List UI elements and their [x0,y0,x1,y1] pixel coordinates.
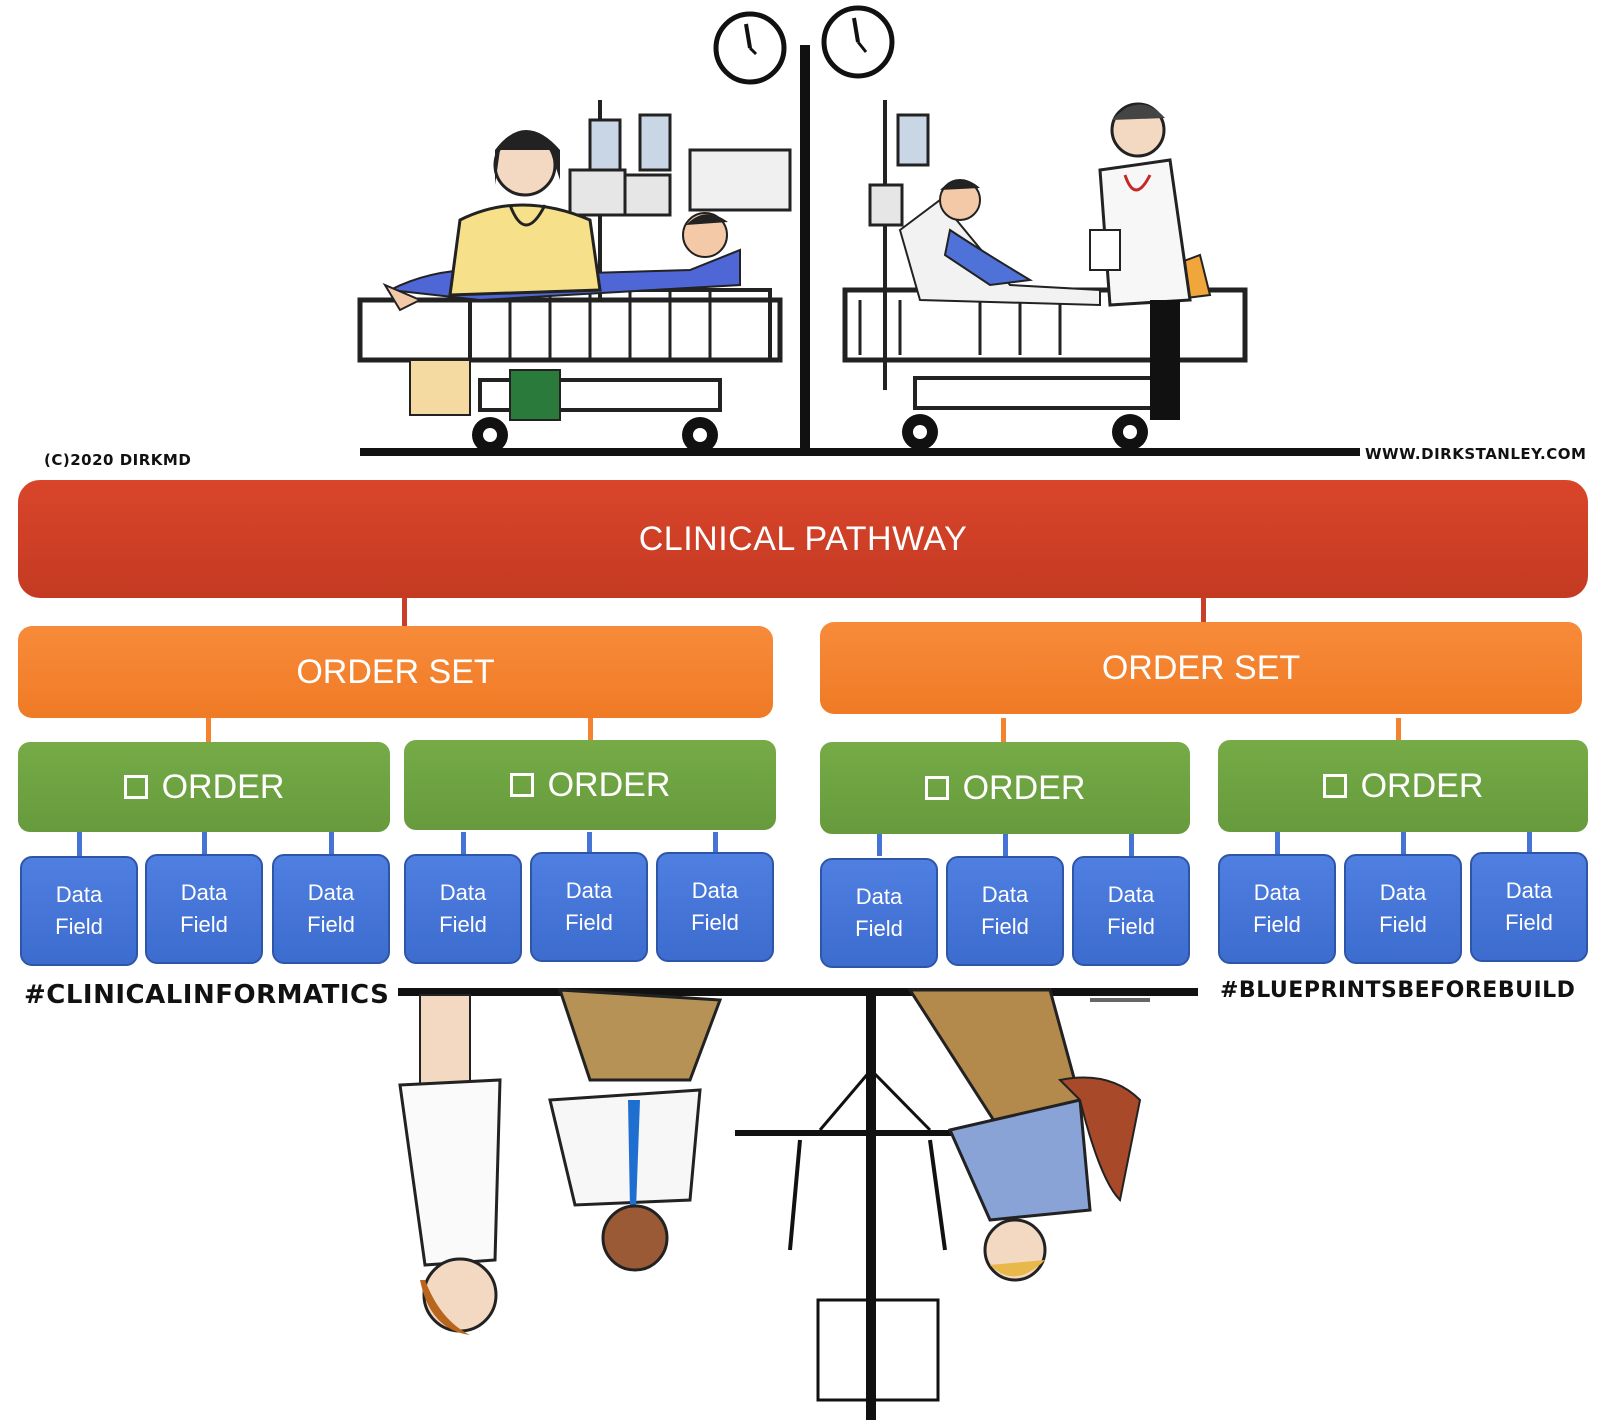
order-set-box: ORDER SET [18,626,773,718]
iv-pole-icon [568,100,792,300]
data-field-line2: Field [439,912,487,937]
data-field-box: Data Field [272,854,390,964]
data-field-box: Data Field [404,854,522,964]
data-field-line1: Data [1107,882,1155,907]
order-box: ORDER [404,740,776,830]
data-field-box: Data Field [20,856,138,966]
data-field-line1: Data [981,882,1029,907]
iv-pole-icon [868,100,930,390]
data-field-line1: Data [1253,880,1301,905]
data-field-line1: Data [55,882,103,907]
hashtag-right: #BLUEPRINTSBEFOREBUILD [1220,978,1576,1003]
data-field-line2: Field [981,914,1029,939]
data-field-line1: Data [1505,878,1553,903]
order-set-box: ORDER SET [820,622,1582,714]
data-field-line2: Field [1253,912,1301,937]
connector-pathway-orderset-1 [402,598,407,626]
floor-line [360,448,1360,456]
icu-scene [357,100,792,453]
data-field-line1: Data [565,878,613,903]
data-field-line1: Data [855,884,903,909]
order-label: ORDER [547,765,671,804]
data-field-line1: Data [307,880,355,905]
data-field-box: Data Field [656,852,774,962]
nurse-icon [448,130,602,421]
data-field-line2: Field [1379,912,1427,937]
connector-order-field [329,832,334,856]
bottom-build-illustration [398,988,1198,1420]
hashtag-left: #CLINICALINFORMATICS [24,980,390,1010]
website-credit: WWW.DIRKSTANLEY.COM [1365,445,1587,463]
data-field-line1: Data [180,880,228,905]
connector-order-field [877,832,882,856]
data-field-line1: Data [1379,880,1427,905]
checkbox-icon [123,775,148,799]
data-field-line2: Field [565,910,613,935]
data-field-box: Data Field [820,858,938,968]
order-label: ORDER [1360,766,1484,805]
connector-orderset-order [1001,718,1006,742]
data-field-box: Data Field [1218,854,1336,964]
hospital-bed-icon [357,288,783,453]
order-box: ORDER [820,742,1190,834]
clinical-pathway-box: CLINICAL PATHWAY [18,480,1588,598]
connector-order-field [202,832,207,856]
connector-pathway-orderset-2 [1201,598,1206,626]
clock-icon [821,5,895,79]
data-field-line2: Field [1505,910,1553,935]
order-label: ORDER [161,767,285,806]
iv-pole-icon [735,1068,1005,1402]
connector-order-field [1129,832,1134,856]
data-field-box: Data Field [1072,856,1190,966]
data-field-line2: Field [691,910,739,935]
connector-order-field [713,832,718,856]
data-field-line2: Field [55,914,103,939]
data-field-box: Data Field [145,854,263,964]
connector-orderset-order [206,718,211,742]
connector-order-field [461,832,466,856]
nurse-icon [398,994,502,1335]
connector-orderset-order [588,718,593,742]
doctor-icon [548,988,723,1272]
ward-scene [842,100,1248,450]
data-field-line2: Field [855,916,903,941]
connector-order-field [587,832,592,856]
data-field-box: Data Field [1470,852,1588,962]
top-care-illustration [357,5,1360,456]
order-box: ORDER [1218,740,1588,832]
order-set-label: ORDER SET [1101,648,1301,687]
data-field-line2: Field [1107,914,1155,939]
data-field-box: Data Field [1344,854,1462,964]
divider-pole [866,990,876,1420]
clock-icon [713,11,787,85]
data-field-line2: Field [180,912,228,937]
connector-order-field [1003,832,1008,856]
order-box: ORDER [18,742,390,832]
checkbox-icon [509,773,534,797]
connector-orderset-order [1396,718,1401,742]
doctor-icon [1089,102,1192,420]
data-field-box: Data Field [530,852,648,962]
connector-order-field [1401,832,1406,856]
checkbox-icon [1322,774,1347,798]
clinical-pathway-label: CLINICAL PATHWAY [638,519,968,558]
order-label: ORDER [962,768,1086,807]
connector-order-field [1275,832,1280,856]
connector-order-field [77,832,82,856]
data-field-line2: Field [307,912,355,937]
data-field-line1: Data [691,878,739,903]
divider-pole [800,45,810,455]
data-field-box: Data Field [946,856,1064,966]
connector-order-field [1527,832,1532,856]
checkbox-icon [924,776,949,800]
patient-icon [907,988,1150,1282]
copyright-credit: (C)2020 DIRKMD [44,451,192,469]
hospital-bed-icon [842,287,1248,450]
order-set-label: ORDER SET [296,652,495,691]
data-field-line1: Data [439,880,487,905]
ceiling-line [398,988,1198,996]
